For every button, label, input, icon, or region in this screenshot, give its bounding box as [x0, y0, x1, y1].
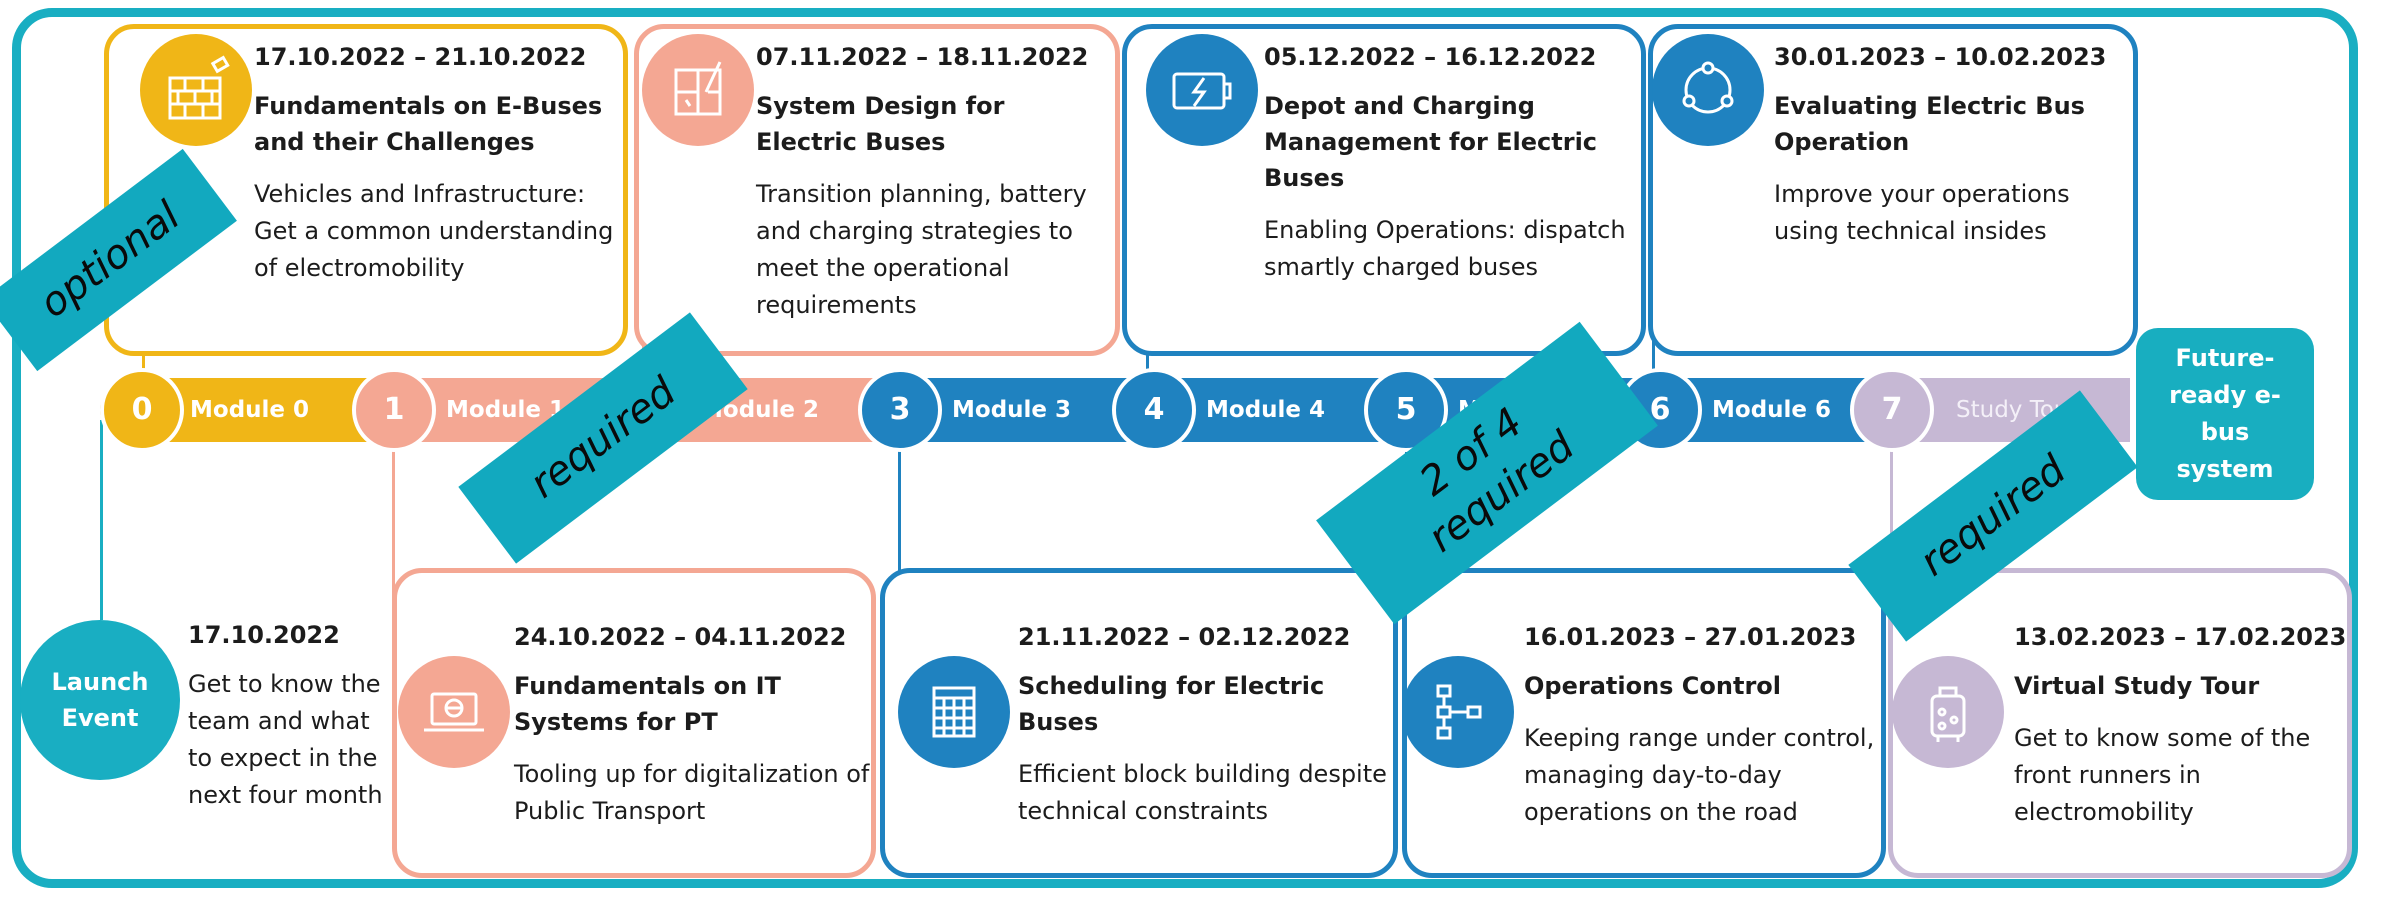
module-0-title: Fundamentals on E-Buses and their Challe…: [254, 92, 603, 156]
launch-event-label: Launch Event: [51, 668, 149, 732]
module-4-date: 05.12.2022 – 16.12.2022: [1264, 43, 1597, 71]
module-2-text: 07.11.2022 – 18.11.2022 System Design fo…: [756, 42, 1106, 324]
module-0-text: 17.10.2022 – 21.10.2022 Fundamentals on …: [254, 42, 624, 287]
launch-event-date: 17.10.2022: [188, 621, 340, 649]
blueprint-icon: [642, 34, 754, 146]
module-7-date: 13.02.2023 – 17.02.2023: [2014, 623, 2347, 651]
module-2-title: System Design for Electric Buses: [756, 92, 1005, 156]
module-7-desc: Get to know some of the front runners in…: [2014, 724, 2311, 826]
module-1-desc: Tooling up for digitalization of Public …: [514, 760, 870, 825]
module-5-title: Operations Control: [1524, 672, 1782, 700]
module-6-text: 30.01.2023 – 10.02.2023 Evaluating Elect…: [1774, 42, 2134, 250]
module-2-desc: Transition planning, battery and chargin…: [756, 180, 1087, 319]
module-label-3: Module 3: [952, 397, 1072, 423]
module-1-date: 24.10.2022 – 04.11.2022: [514, 623, 847, 651]
module-0-desc: Vehicles and Infrastructure: Get a commo…: [254, 180, 614, 282]
connector-line: [100, 420, 103, 620]
module-4-title: Depot and Charging Management for Electr…: [1264, 92, 1598, 192]
calendar-grid-icon: [898, 656, 1010, 768]
module-label-4: Module 4: [1206, 397, 1326, 423]
module-3-text: 21.11.2022 – 02.12.2022 Scheduling for E…: [1018, 622, 1392, 830]
laptop-icon: [398, 656, 510, 768]
future-ready-label: Future-ready e-bus system: [2169, 344, 2281, 483]
module-6-desc: Improve your operations using technical …: [1774, 180, 2070, 245]
module-number-1: 1: [352, 368, 436, 452]
module-2-date: 07.11.2022 – 18.11.2022: [756, 43, 1089, 71]
module-7-text: 13.02.2023 – 17.02.2023 Virtual Study To…: [2014, 622, 2347, 831]
module-1-text: 24.10.2022 – 04.11.2022 Fundamentals on …: [514, 622, 870, 830]
module-5-text: 16.01.2023 – 27.01.2023 Operations Contr…: [1524, 622, 1880, 831]
module-7-title: Virtual Study Tour: [2014, 672, 2260, 700]
module-5-desc: Keeping range under control, managing da…: [1524, 724, 1875, 826]
launch-event-text: 17.10.2022 Get to know the team and what…: [188, 620, 388, 814]
module-number-3: 3: [858, 368, 942, 452]
module-1-title: Fundamentals on IT Systems for PT: [514, 672, 781, 736]
launch-event-desc: Get to know the team and what to expect …: [188, 670, 383, 809]
module-3-date: 21.11.2022 – 02.12.2022: [1018, 623, 1351, 651]
connector-line: [1890, 440, 1893, 590]
cycle-icon: [1652, 34, 1764, 146]
module-label-0: Module 0: [190, 397, 310, 423]
module-3-title: Scheduling for Electric Buses: [1018, 672, 1325, 736]
suitcase-icon: [1892, 656, 2004, 768]
flowchart-icon: [1402, 656, 1514, 768]
module-number-7: 7: [1850, 368, 1934, 452]
brick-wall-icon: [140, 34, 252, 146]
module-0-date: 17.10.2022 – 21.10.2022: [254, 43, 587, 71]
connector-line: [392, 440, 395, 600]
module-4-desc: Enabling Operations: dispatch smartly ch…: [1264, 216, 1626, 281]
module-label-6: Module 6: [1712, 397, 1832, 423]
module-label-1: Module 1: [446, 397, 566, 423]
future-ready-box: Future-ready e-bus system: [2136, 328, 2314, 500]
module-6-date: 30.01.2023 – 10.02.2023: [1774, 43, 2107, 71]
module-4-text: 05.12.2022 – 16.12.2022 Depot and Chargi…: [1264, 42, 1642, 286]
battery-charging-icon: [1146, 34, 1258, 146]
connector-line: [898, 440, 901, 680]
outer-frame: [12, 8, 2358, 888]
launch-event-circle: Launch Event: [20, 620, 180, 780]
module-number-0: 0: [100, 368, 184, 452]
module-3-desc: Efficient block building despite technic…: [1018, 760, 1387, 825]
module-5-date: 16.01.2023 – 27.01.2023: [1524, 623, 1857, 651]
module-number-4: 4: [1112, 368, 1196, 452]
module-6-title: Evaluating Electric Bus Operation: [1774, 92, 2085, 156]
